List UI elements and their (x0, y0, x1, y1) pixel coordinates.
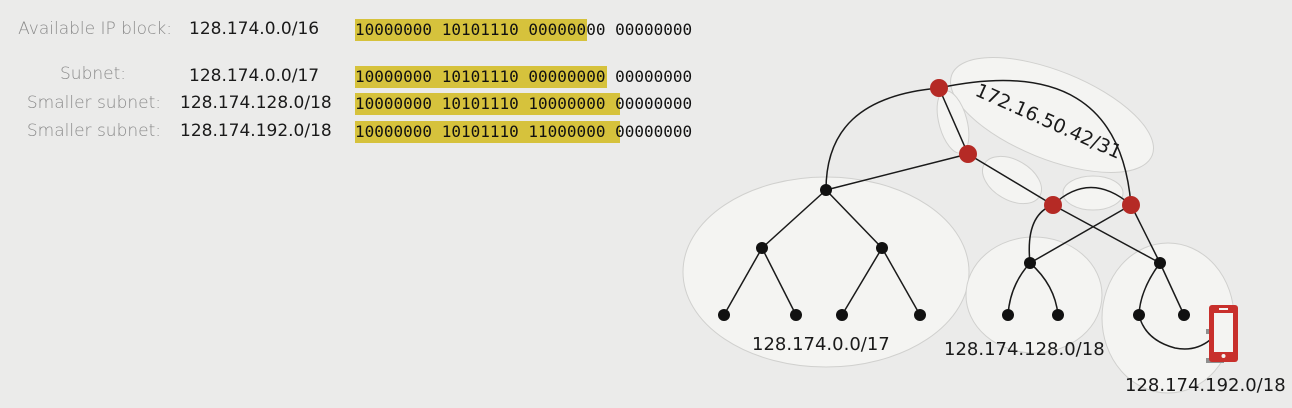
routers (930, 79, 1140, 214)
router-right (1122, 196, 1140, 214)
host (1002, 309, 1014, 321)
subnet-b-label: 128.174.128.0/18 (944, 339, 1105, 360)
link-bubble-small-3 (1062, 175, 1124, 211)
subnet-bubble-b (965, 236, 1103, 354)
row-label-subnet: Subnet: (60, 64, 126, 84)
row-bits-smaller-subnet-1: 10000000 10101110 10000000 00000000 (355, 94, 693, 113)
row-cidr-smaller-subnet-2: 128.174.192.0/18 (180, 121, 332, 141)
row-label-smaller-subnet-2: Smaller subnet: (26, 121, 161, 141)
prefix-highlight-row-1 (355, 66, 607, 88)
row-cidr-smaller-subnet-1: 128.174.128.0/18 (180, 93, 332, 113)
row-bits-available-ip-block: 10000000 10101110 00000000 00000000 (355, 20, 693, 39)
hosts (718, 184, 1190, 321)
router-middle (959, 145, 977, 163)
row-label-available-ip-block: Available IP block: (18, 19, 172, 39)
smartphone-icon (1209, 305, 1238, 362)
row-bits-smaller-subnet-2: 10000000 10101110 11000000 00000000 (355, 122, 693, 141)
subnet-a-label: 128.174.0.0/17 (752, 334, 890, 355)
host (1133, 309, 1145, 321)
row-cidr-subnet: 128.174.0.0/17 (189, 66, 320, 86)
row-label-smaller-subnet-1: Smaller subnet: (26, 93, 161, 113)
subnet-c-label: 128.174.192.0/18 (1125, 375, 1286, 396)
router-top (930, 79, 948, 97)
switch-a-left (756, 242, 768, 254)
host (1052, 309, 1064, 321)
prefix-highlight-row-0 (355, 19, 587, 41)
link-bubble-large (950, 57, 1154, 173)
row-cidr-available-ip-block: 128.174.0.0/16 (189, 19, 320, 39)
switch-b (1024, 257, 1036, 269)
host (836, 309, 848, 321)
switch-a-right (876, 242, 888, 254)
host (914, 309, 926, 321)
switch-c (1154, 257, 1166, 269)
host (790, 309, 802, 321)
row-bits-subnet: 10000000 10101110 00000000 00000000 (355, 67, 693, 86)
switch-a (820, 184, 832, 196)
host (1178, 309, 1190, 321)
prefix-highlight-row-2 (355, 93, 620, 115)
host (718, 309, 730, 321)
router-left (1044, 196, 1062, 214)
prefix-highlight-row-3 (355, 121, 620, 143)
